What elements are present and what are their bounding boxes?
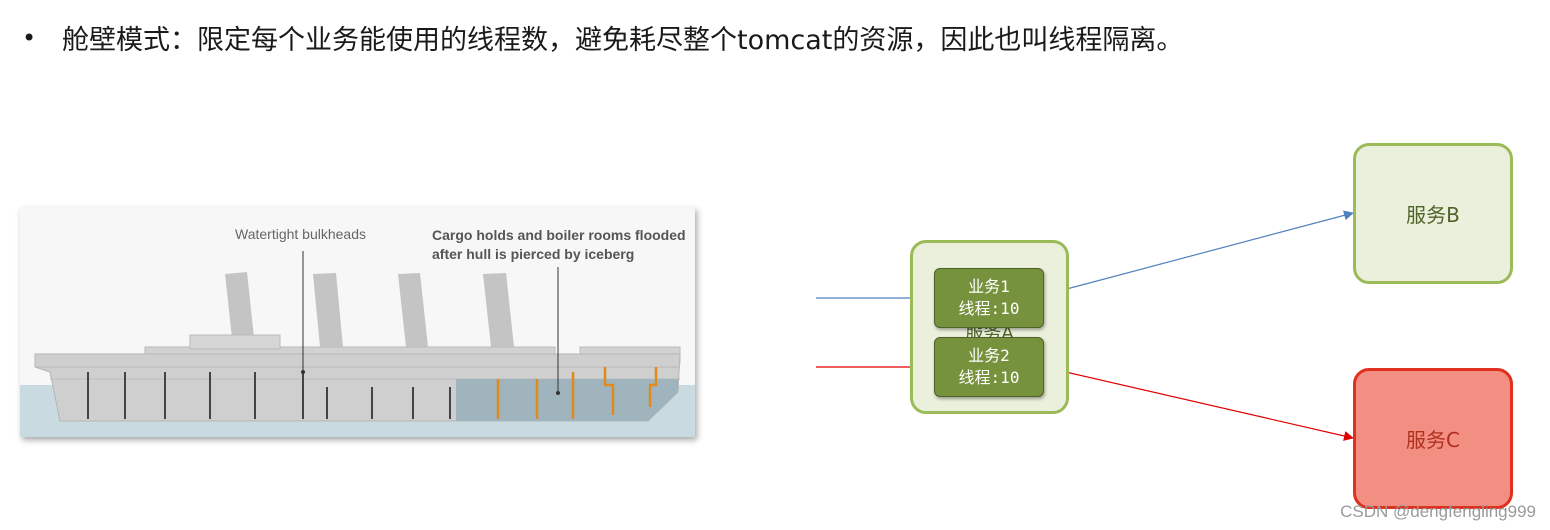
service-c-box: 服务C [1353, 368, 1513, 509]
heading-text: 舱壁模式：限定每个业务能使用的线程数，避免耗尽整个tomcat的资源，因此也叫线… [62, 25, 1184, 56]
business-2-name: 业务2 [968, 346, 1010, 365]
bulkheads-label: Watertight bulkheads [235, 226, 366, 242]
business-2-box: 业务2 线程:10 [934, 337, 1044, 397]
business-1-name: 业务1 [968, 277, 1010, 296]
cargo-flood-label: Cargo holds and boiler rooms flooded aft… [432, 226, 686, 264]
ship-illustration: Watertight bulkheads Cargo holds and boi… [20, 207, 695, 437]
service-b-box: 服务B [1353, 143, 1513, 284]
heading-line: • 舱壁模式：限定每个业务能使用的线程数，避免耗尽整个tomcat的资源，因此也… [22, 18, 1183, 57]
funnel-4 [483, 273, 514, 347]
business-1-box: 业务1 线程:10 [934, 268, 1044, 328]
cargo-label-line2: after hull is pierced by iceberg [432, 246, 635, 262]
funnel-2 [313, 273, 343, 347]
service-c-label: 服务C [1406, 428, 1460, 452]
funnel-3 [398, 273, 428, 347]
business-2-threads: 线程:10 [958, 368, 1020, 387]
arrow-to-service-c [1043, 366, 1354, 441]
bridge [189, 334, 281, 350]
flooded-section [456, 379, 678, 421]
watermark: CSDN @dengfengling999 [1340, 502, 1536, 521]
cargo-label-line1: Cargo holds and boiler rooms flooded [432, 227, 686, 243]
bullet-dot: • [22, 23, 37, 52]
service-b-label: 服务B [1406, 203, 1460, 227]
arrow-to-service-b [1043, 210, 1354, 296]
bulkheads-flooded [496, 367, 658, 419]
bulkheads-intact [87, 372, 451, 419]
ship-drawing [20, 251, 695, 437]
funnel-1 [225, 272, 255, 347]
business-1-threads: 线程:10 [958, 299, 1020, 318]
